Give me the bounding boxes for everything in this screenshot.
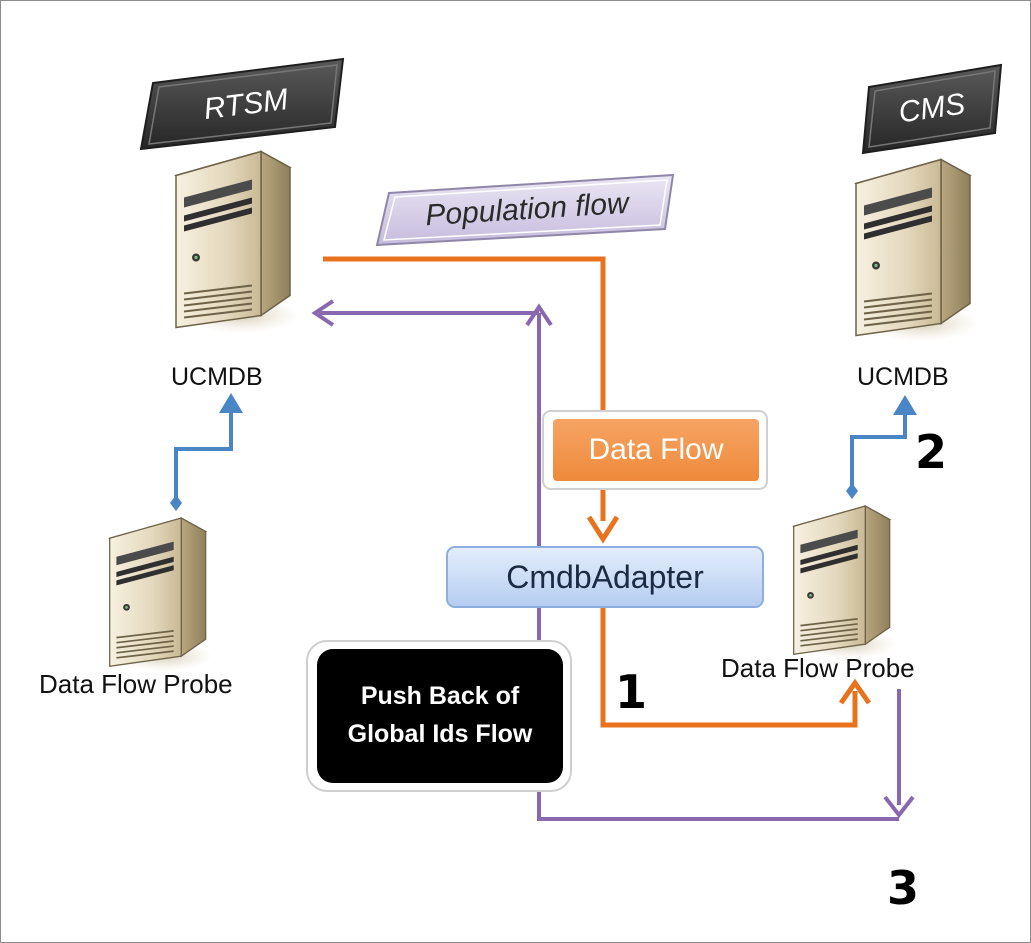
push-back-box-label: Push Back of Global Ids Flow	[347, 682, 533, 748]
right-blue-arrow	[850, 413, 907, 487]
data-flow-box-fill	[553, 419, 759, 481]
population-flow-badge-shape	[375, 173, 675, 247]
purple-arrow-head-down	[883, 795, 915, 819]
cmdb-adapter-box-shape	[446, 546, 764, 608]
cmdb-adapter-box-label: CmdbAdapter	[506, 558, 704, 595]
cmdb-adapter-box: CmdbAdapter	[447, 547, 763, 607]
right-probe-label: Data Flow Probe	[721, 653, 915, 683]
purple-flow-line	[319, 311, 901, 821]
data-flow-box: Data Flow	[553, 419, 759, 481]
orange-flow-line	[323, 256, 858, 728]
population-flow-badge-label: Population flow	[424, 186, 630, 233]
step-number-1: 1	[615, 665, 648, 719]
left-probe-server-icon	[108, 517, 211, 673]
cms-badge-shape	[861, 63, 1003, 155]
data-flow-box-label: Data Flow	[588, 433, 724, 466]
rtsm-badge-label: RTSM	[202, 82, 290, 127]
left-probe-label: Data Flow Probe	[39, 669, 233, 699]
orange-arrow-head-adapter	[586, 515, 620, 544]
orange-arrow-head-probe	[838, 678, 872, 705]
rtsm-badge-shape	[139, 57, 345, 151]
step-number-3: 3	[887, 861, 920, 915]
right-blue-arrow-head	[893, 395, 917, 415]
right-probe-server-icon	[792, 505, 895, 661]
step-number-2: 2	[915, 425, 948, 479]
left-ucmdb-server-icon	[174, 150, 296, 335]
right-ucmdb-server-icon	[854, 158, 976, 343]
purple-arrow-head-up	[525, 303, 553, 327]
cms-badge-label: CMS	[896, 87, 968, 130]
push-back-box-fill	[317, 649, 563, 783]
left-blue-arrow-head	[219, 393, 243, 413]
purple-arrow-head-left	[311, 299, 335, 327]
left-blue-arrow-tail	[170, 495, 182, 511]
right-ucmdb-label: UCMDB	[857, 363, 949, 391]
right-blue-arrow-tail	[846, 483, 858, 499]
push-back-box: Push Back of Global Ids Flow	[327, 651, 553, 779]
left-ucmdb-label: UCMDB	[171, 363, 263, 391]
left-blue-arrow	[174, 409, 233, 501]
